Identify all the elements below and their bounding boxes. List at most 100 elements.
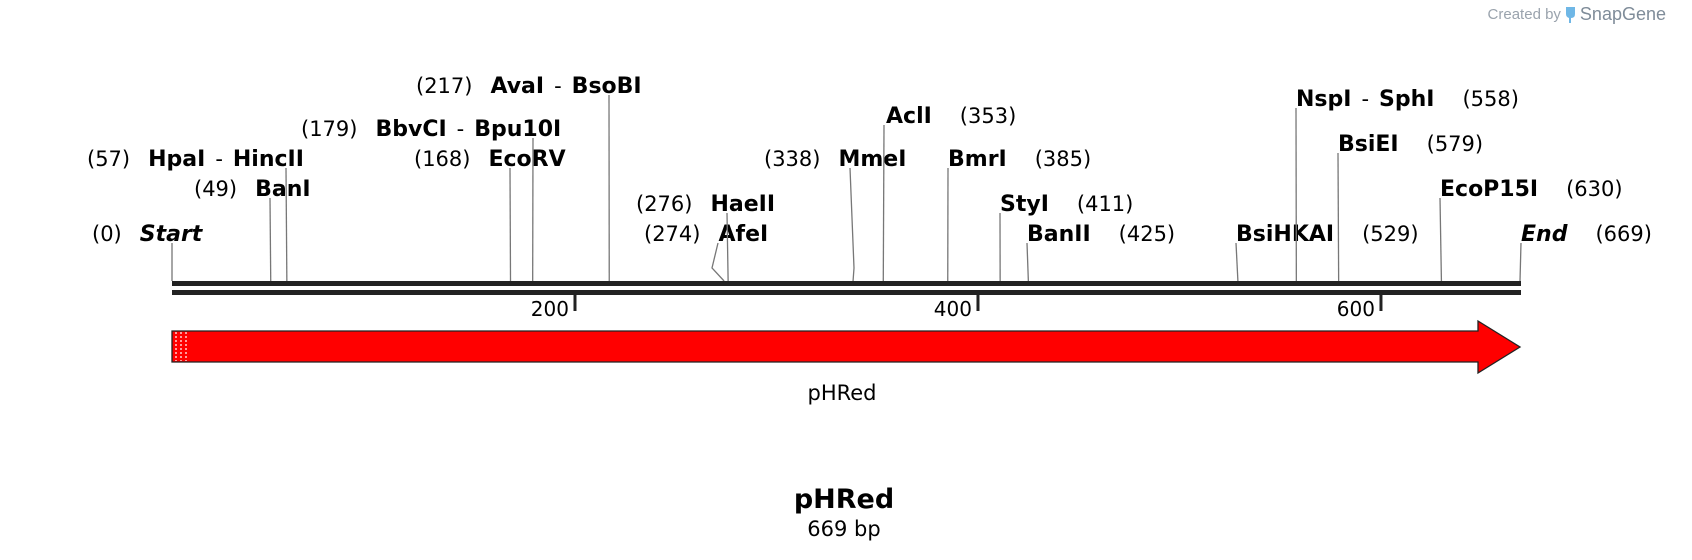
site-position: (0) bbox=[92, 222, 122, 246]
site-enzyme-name: AvaI bbox=[490, 74, 544, 99]
sequence-length: 669 bp bbox=[807, 517, 880, 541]
site-enzyme-name: SphI bbox=[1379, 87, 1434, 112]
site-separator: - bbox=[457, 117, 465, 141]
site-enzyme-name: BanII bbox=[1027, 222, 1091, 247]
site-enzyme-name: HpaI bbox=[148, 147, 205, 172]
restriction-site[interactable]: StyI (411) bbox=[999, 192, 1133, 282]
site-label: (179)BbvCI-Bpu10I bbox=[301, 117, 561, 142]
site-enzyme-name: StyI bbox=[1000, 192, 1049, 217]
site-position: (558) bbox=[1462, 87, 1518, 111]
site-position: (168) bbox=[414, 147, 470, 171]
site-label: (0) Start bbox=[92, 222, 204, 247]
site-enzyme-name: EcoP15I bbox=[1440, 177, 1538, 202]
site-position: (411) bbox=[1077, 192, 1133, 216]
sequence-backbone bbox=[172, 281, 1521, 295]
site-position: (630) bbox=[1566, 177, 1622, 201]
feature-track: pHRed bbox=[171, 319, 1522, 405]
ruler-tick-label: 600 bbox=[1337, 297, 1375, 321]
site-leader-line bbox=[1337, 152, 1340, 282]
site-enzyme-name: NspI bbox=[1296, 87, 1351, 112]
sequence-title: pHRed bbox=[794, 484, 894, 515]
site-separator: - bbox=[554, 74, 562, 98]
site-position: (529) bbox=[1362, 222, 1418, 246]
backbone-top-strand bbox=[172, 281, 1521, 286]
site-label: AclI(353) bbox=[886, 104, 1016, 129]
site-enzyme-name: End bbox=[1521, 222, 1568, 247]
ruler-tick-label: 400 bbox=[934, 297, 972, 321]
snapgene-credit: Created by SnapGene bbox=[1488, 4, 1666, 25]
restriction-site[interactable]: (49) BanI bbox=[194, 177, 311, 282]
snapgene-logo-icon bbox=[1565, 6, 1575, 23]
site-position: (425) bbox=[1119, 222, 1175, 246]
site-label: (57)HpaI-HincII bbox=[87, 147, 304, 172]
site-leader-line bbox=[1026, 242, 1029, 282]
site-enzyme-name: BsiEI bbox=[1338, 132, 1399, 157]
site-enzyme-name: HaeII bbox=[710, 192, 775, 217]
site-label: End(669) bbox=[1521, 222, 1652, 247]
site-position: (49) bbox=[194, 177, 237, 201]
restriction-site[interactable]: (217)AvaI-BsoBI bbox=[416, 74, 642, 282]
site-position: (217) bbox=[416, 74, 472, 98]
restriction-site[interactable]: EcoP15I (630) bbox=[1439, 177, 1623, 282]
backbone-bottom-strand bbox=[172, 290, 1521, 295]
site-label: EcoP15I (630) bbox=[1440, 177, 1623, 202]
site-label: (217) AvaI-BsoBI bbox=[416, 74, 642, 99]
site-leader-line bbox=[882, 124, 885, 282]
restriction-site[interactable]: BsiHKAI (529) bbox=[1235, 222, 1419, 282]
site-position: (179) bbox=[301, 117, 357, 141]
site-enzyme-name: BsiHKAI bbox=[1236, 222, 1334, 247]
ruler-tick-label: 200 bbox=[531, 297, 569, 321]
ruler-ticks: 200 400 600 bbox=[531, 295, 1383, 321]
site-label: BmrI (385) bbox=[948, 147, 1091, 172]
site-enzyme-name: BmrI bbox=[948, 147, 1007, 172]
site-label: BsiHKAI (529) bbox=[1236, 222, 1419, 247]
site-position: (276) bbox=[636, 192, 692, 216]
site-enzyme-name: BanI bbox=[255, 177, 310, 202]
restriction-sites: (0) Start (49) BanI (57)HpaI-HincII (168) EcoR… bbox=[87, 74, 1652, 282]
restriction-site[interactable]: BsiEI(579) bbox=[1337, 132, 1483, 282]
restriction-site[interactable]: (338) MmeI bbox=[764, 147, 906, 282]
restriction-site[interactable]: AclI(353) bbox=[882, 104, 1016, 282]
site-position: (338) bbox=[764, 147, 820, 171]
site-label: (168) EcoRV bbox=[414, 147, 566, 172]
site-leader-line bbox=[509, 167, 512, 282]
restriction-site[interactable]: (168) EcoRV bbox=[414, 147, 566, 282]
ruler-tick-mark bbox=[976, 295, 980, 311]
site-label: StyI (411) bbox=[1000, 192, 1133, 217]
restriction-site[interactable]: (276) HaeII bbox=[636, 192, 775, 282]
site-position: (385) bbox=[1035, 147, 1091, 171]
ruler-tick-mark bbox=[1379, 295, 1383, 311]
site-label: NspI-SphI (558) bbox=[1296, 87, 1519, 112]
site-label: (274)AfeI bbox=[644, 222, 768, 247]
restriction-site[interactable]: BmrI (385) bbox=[947, 147, 1091, 282]
restriction-site[interactable]: (274)AfeI bbox=[644, 222, 768, 282]
site-separator: - bbox=[215, 147, 223, 171]
feature-arrow-phred[interactable] bbox=[171, 319, 1522, 375]
restriction-site[interactable]: (0) Start bbox=[92, 222, 204, 281]
site-enzyme-name: BsoBI bbox=[572, 74, 642, 99]
restriction-site[interactable]: End(669) bbox=[1519, 222, 1652, 282]
site-leader-line bbox=[1439, 197, 1443, 282]
feature-label: pHRed bbox=[807, 381, 876, 405]
restriction-site[interactable]: NspI-SphI (558) bbox=[1295, 87, 1519, 282]
site-label: (276) HaeII bbox=[636, 192, 775, 217]
site-enzyme-name: MmeI bbox=[838, 147, 906, 172]
site-enzyme-name: EcoRV bbox=[488, 147, 565, 172]
site-position: (274) bbox=[644, 222, 700, 246]
site-separator: - bbox=[1361, 87, 1369, 111]
site-leader-line bbox=[726, 212, 729, 282]
restriction-site[interactable]: (57)HpaI-HincII bbox=[87, 147, 304, 282]
site-leader-line bbox=[1235, 242, 1239, 282]
site-leader-line bbox=[711, 242, 725, 282]
site-leader-line bbox=[1519, 242, 1522, 282]
site-enzyme-name: Start bbox=[140, 222, 204, 247]
restriction-site[interactable]: (179)BbvCI-Bpu10I bbox=[301, 117, 561, 282]
site-enzyme-name: Bpu10I bbox=[474, 117, 561, 142]
site-label: BsiEI(579) bbox=[1338, 132, 1483, 157]
site-label: (49) BanI bbox=[194, 177, 311, 202]
credit-brand: SnapGene bbox=[1579, 4, 1666, 24]
ruler-tick-mark bbox=[573, 295, 577, 311]
restriction-site[interactable]: BanII (425) bbox=[1026, 222, 1175, 282]
site-leader-line bbox=[269, 197, 272, 282]
